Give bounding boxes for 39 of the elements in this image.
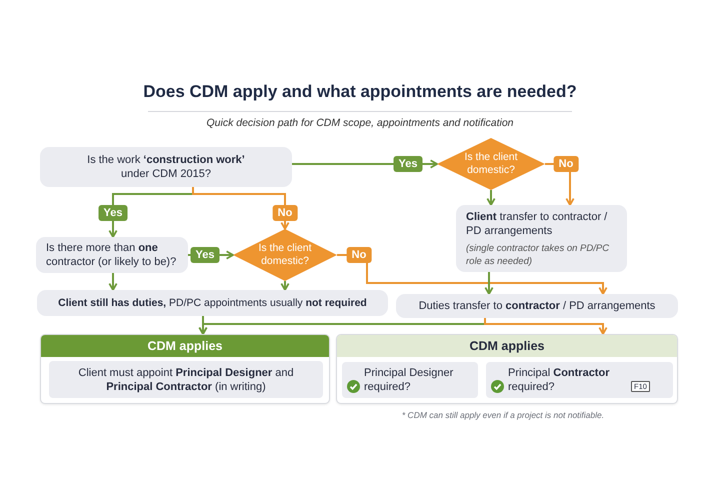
- edge-label: Yes: [98, 205, 128, 221]
- footnote: * CDM can still apply even if a project is not notifiable.: [402, 410, 604, 422]
- info-text: Client transfer to contractor / PD arrangements: [466, 210, 608, 238]
- question-text: Is the client domestic?: [463, 151, 519, 177]
- info-text: Principal Contractor required?: [508, 366, 610, 394]
- result-panel: [40, 334, 330, 404]
- note-text: (single contractor takes on PD/PC role as needed): [466, 242, 610, 268]
- info-box: [486, 362, 673, 398]
- connector-arrow: [280, 281, 290, 291]
- result-panel: [336, 334, 678, 404]
- outcome-text: Duties transfer to contractor / PD arrangements: [418, 299, 656, 313]
- connector-arrow: [486, 190, 496, 206]
- info-text: Principal Designer required?: [364, 366, 454, 394]
- edge-label: No: [272, 205, 298, 221]
- info-box: [456, 205, 627, 272]
- panel-heading: CDM applies: [147, 338, 222, 354]
- info-text: Client must appoint Principal Designer and Principal Contractor (in writing): [77, 366, 295, 394]
- connector-arrow: [484, 318, 608, 335]
- decision-diamond: [233, 229, 337, 281]
- connector-arrow: [484, 272, 494, 295]
- title: Does CDM apply and what appointments are needed?: [143, 81, 577, 103]
- connector-arrow: [192, 187, 290, 230]
- edge-label: No: [554, 156, 578, 172]
- question-text: Is the client domestic?: [257, 242, 313, 268]
- decision-diamond: [437, 138, 545, 190]
- question-text: Is there more than one contractor (or likely to be)?: [46, 241, 178, 269]
- outcome-box: [37, 290, 388, 316]
- question-box: [40, 147, 292, 187]
- panel-heading: CDM applies: [469, 338, 544, 354]
- outcome-text: Client still has duties, PD/PC appointments usually not required: [58, 296, 367, 310]
- info-box: [342, 362, 478, 398]
- connector-arrow: [108, 273, 118, 291]
- outcome-box: [396, 294, 678, 318]
- question-text: Is the work ‘construction work’ under CDM 2015?: [86, 153, 246, 181]
- edge-label: Yes: [190, 247, 220, 263]
- edge-label: Yes: [394, 156, 422, 172]
- edge-label: No: [346, 247, 372, 263]
- subtitle: Quick decision path for CDM scope, appointments and notification: [206, 117, 514, 130]
- question-box: [36, 237, 188, 273]
